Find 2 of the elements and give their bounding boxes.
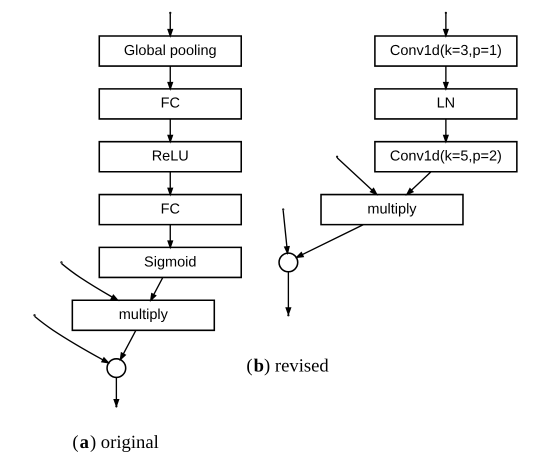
label: (b) revised	[246, 356, 328, 377]
label: (a) original	[72, 432, 158, 454]
